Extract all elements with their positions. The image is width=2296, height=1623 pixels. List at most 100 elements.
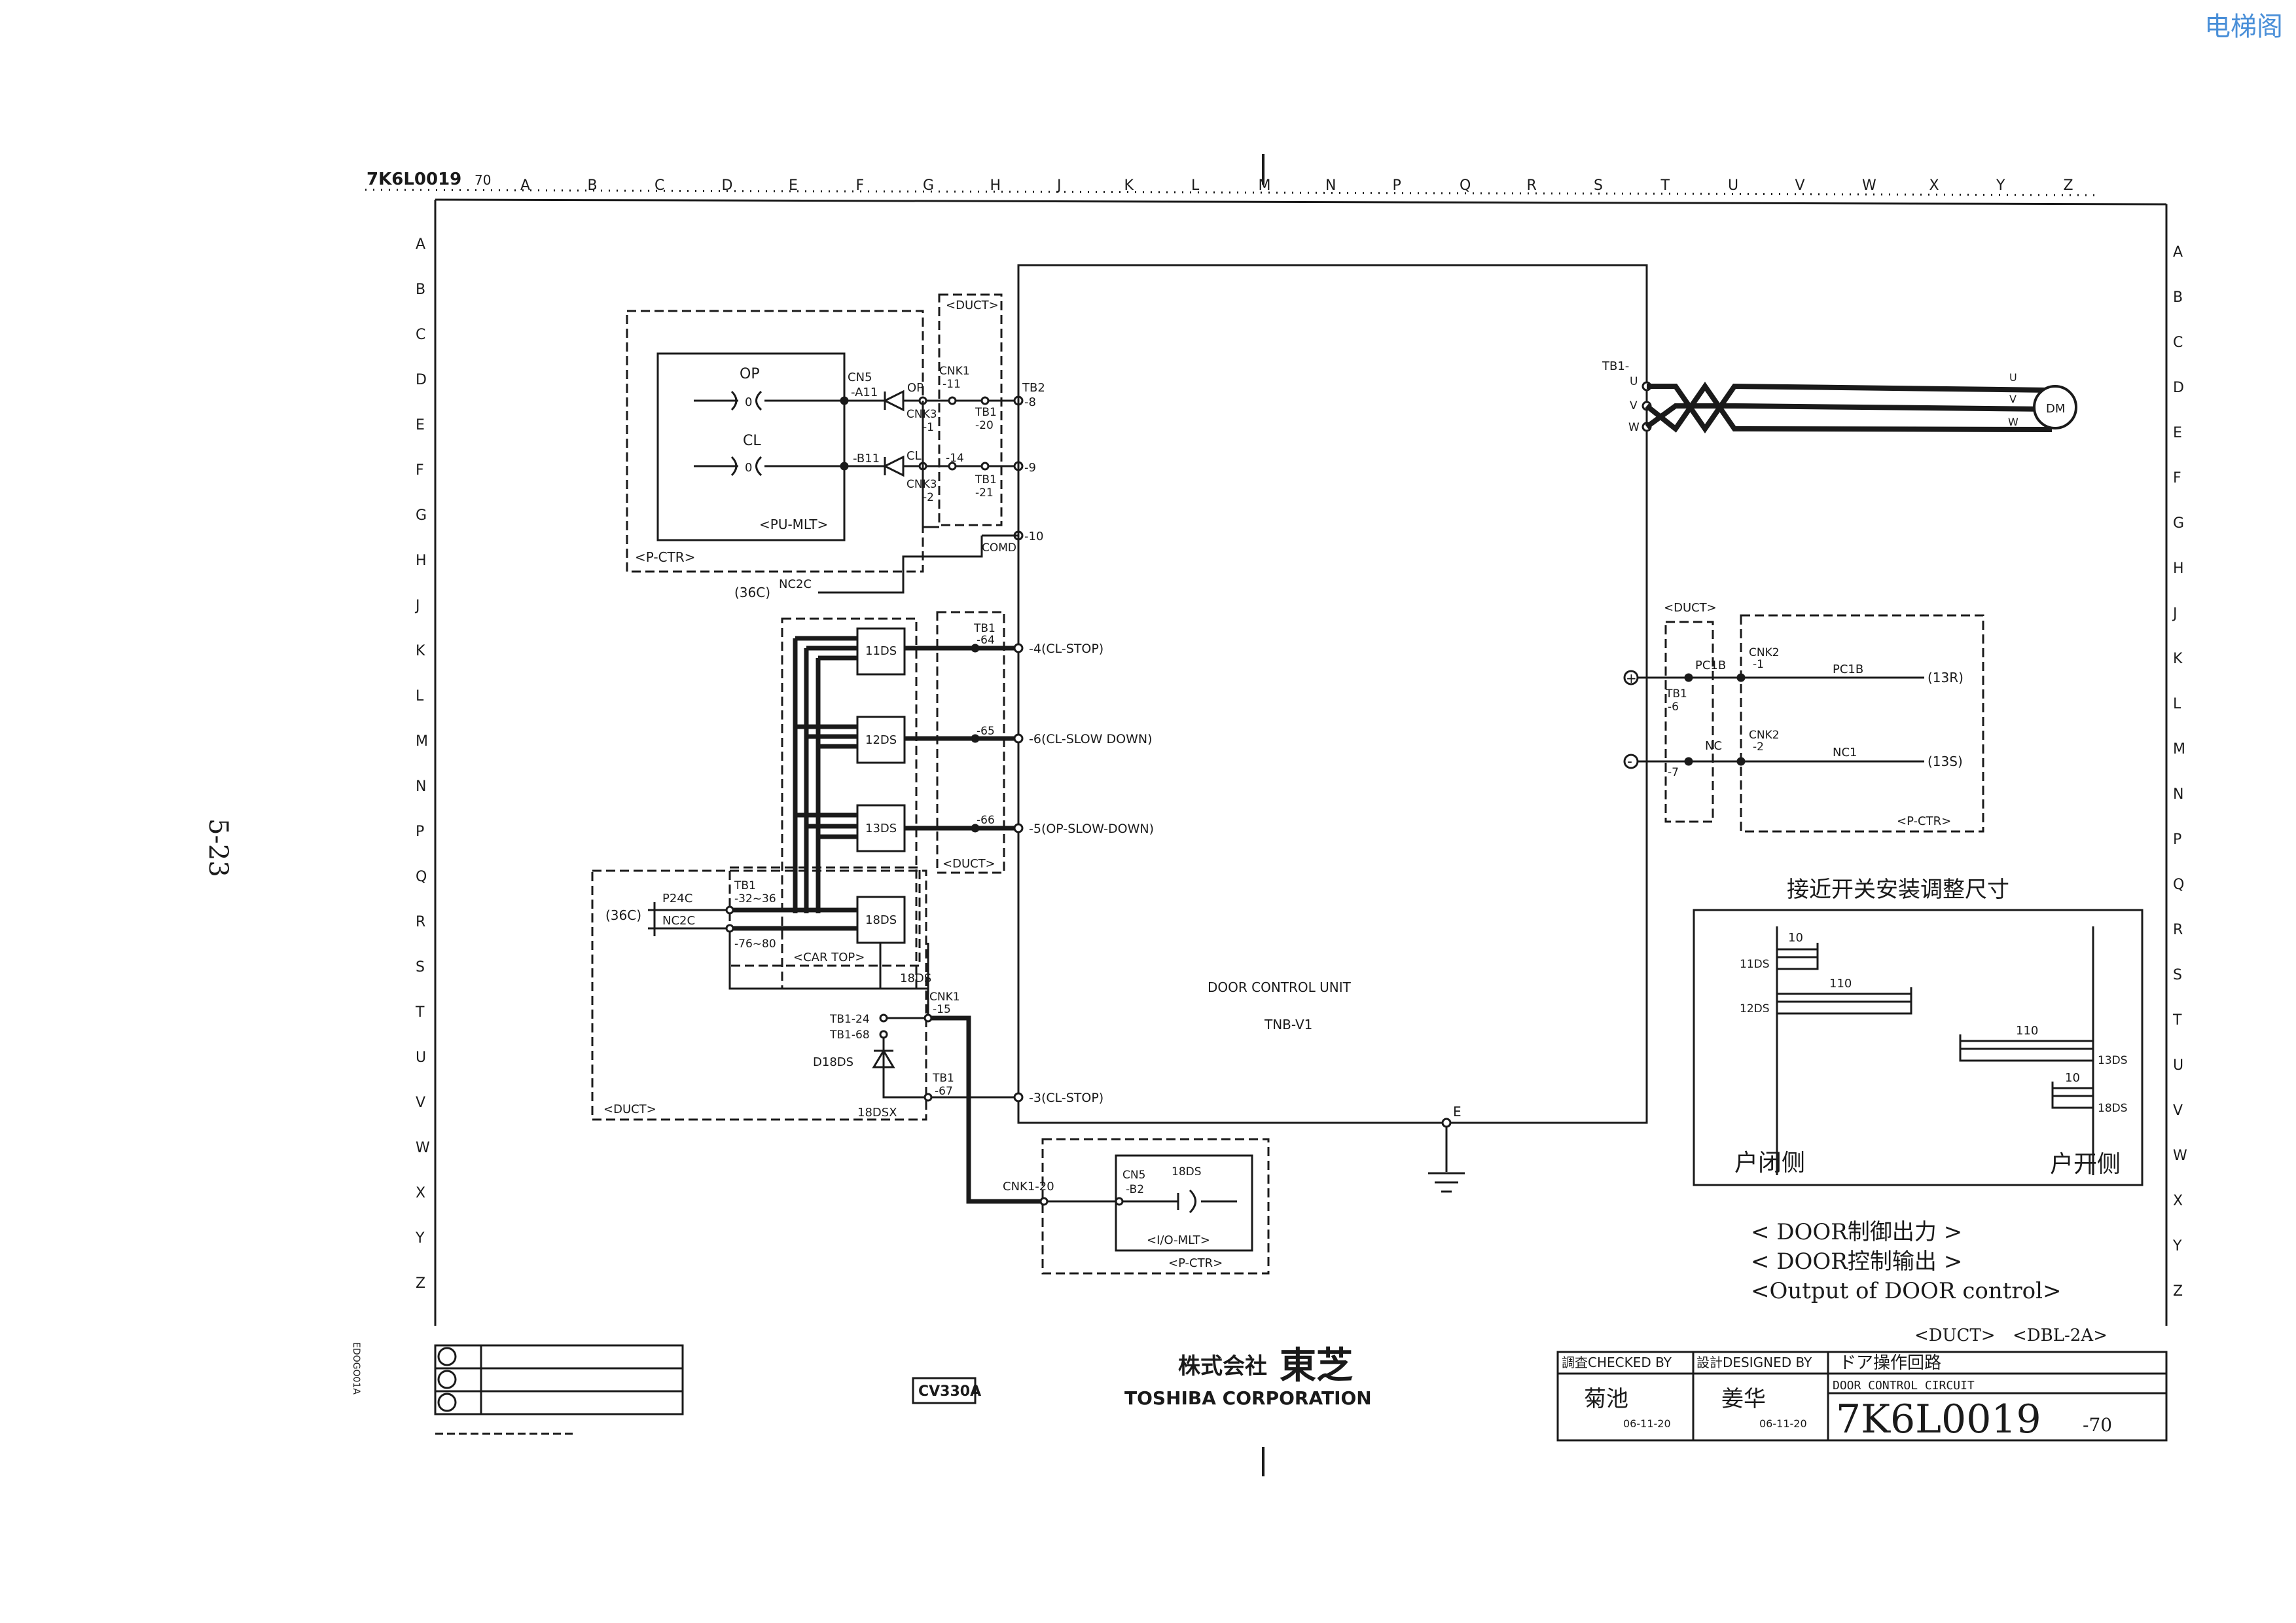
row-ref-left-e: E [416,417,425,433]
row-ref-right-b: B [2173,289,2183,306]
nc-label: NC [1705,739,1722,753]
row-ref-right-p: P [2173,831,2181,848]
cnk3-1-label: CNK3 [906,408,937,421]
col-ref-z: Z [2064,177,2073,194]
photocell-section [1623,614,1984,833]
dbl-ref-bottom: <DBL-2A> [2013,1326,2108,1345]
pc1b-wire: PC1B [1833,663,1863,676]
page-number: 5-23 [203,818,233,877]
row-ref-left-t: T [415,1004,425,1021]
cl-contact: 0 [745,461,752,475]
designed-name: 姜华 [1721,1386,1766,1412]
motor-u: U [2009,371,2017,384]
pin-6: -6 [1668,701,1679,714]
col-ref-b: B [588,177,598,194]
col-ref-j: J [1056,177,1062,194]
row-ref-left-q: Q [416,869,427,885]
col-ref-t: T [1660,177,1670,194]
cn5-b2-label: CN5 [1122,1169,1145,1182]
row-ref-right-t: T [2172,1012,2182,1029]
row-ref-left-v: V [416,1095,425,1111]
tb1-6-label: TB1 [1665,687,1687,701]
row-ref-left-u: U [416,1049,426,1066]
caption-en: <Output of DOOR control> [1751,1278,2062,1304]
b11-label: -B11 [853,452,880,465]
company-jp: 株式会社 [1178,1353,1267,1379]
plus-terminal: + [1626,670,1637,686]
company-kanji: 東芝 [1280,1344,1353,1387]
tb1-64-label: TB1 [973,622,996,635]
title-en: DOOR CONTROL CIRCUIT [1833,1379,1975,1393]
11ds-label: 11DS [865,644,897,658]
v-label: V [1630,399,1638,412]
row-ref-left-x: X [416,1185,425,1201]
row-ref-left-b: B [416,282,425,298]
checked-label: 調査CHECKED BY [1562,1355,1672,1370]
row-ref-right-c: C [2173,335,2183,351]
sig-cl-stop-4: -4(CL-STOP) [1029,642,1103,656]
drawing-border [365,154,2168,1476]
cnk1-11-pin: -11 [942,378,961,391]
cnk3-1-pin: -1 [923,421,934,434]
ref-36c-mid: (36C) [605,907,641,923]
designed-label: 設計DESIGNED BY [1696,1355,1812,1370]
sig-op-slow-down: -5(OP-SLOW-DOWN) [1029,822,1154,836]
ref-top-rev: 70 [475,172,491,188]
col-ref-u: U [1728,177,1738,194]
cnk2-1-pin: -1 [1753,658,1764,671]
tb1-21-label: TB1 [975,473,997,486]
sig-cl-stop-3: -3(CL-STOP) [1029,1091,1103,1105]
row-ref-right-u: U [2173,1057,2183,1074]
row-ref-left-l: L [416,688,424,704]
minus-terminal: - [1627,754,1632,770]
row-ref-right-z: Z [2173,1283,2183,1300]
tb1-67-label: TB1 [932,1072,954,1085]
checked-date: 06-11-20 [1623,1417,1671,1430]
row-ref-right-w: W [2173,1148,2187,1164]
cnk1-15-pin: -15 [933,1003,951,1016]
duct-label-mid: <DUCT> [942,857,996,871]
cn5-label: CN5 [848,371,872,384]
duct-label-low: <DUCT> [603,1103,656,1116]
pctr-io-label: <P-CTR> [1168,1256,1223,1270]
row-ref-left-r: R [416,914,425,930]
col-ref-w: W [1862,177,1876,194]
dim-18ds: 10 [2065,1071,2080,1085]
row-ref-left-w: W [416,1140,430,1156]
p-ctr-label: <P-CTR> [635,549,695,565]
pin-65: -65 [977,725,995,738]
col-ref-x: X [1929,177,1939,194]
door-position-switches [591,611,1044,1204]
18ds-ref: 18DS [900,972,931,985]
company-en: TOSHIBA CORPORATION [1124,1387,1372,1409]
pin-7: -7 [1668,766,1679,779]
op-diode-label: OP [907,381,924,395]
caption-cn: < DOOR控制输出 > [1751,1249,1962,1275]
row-ref-right-n: N [2173,786,2183,803]
io-mlt-box [1039,1138,1270,1275]
nc2c-mid: NC2C [662,914,695,928]
col-ref-p: P [1393,177,1401,194]
drawing-number: 7K6L0019 [1836,1396,2041,1442]
pctr-pc-label: <P-CTR> [1897,814,1951,828]
row-ref-right-x: X [2173,1193,2183,1209]
w-label: W [1628,421,1640,434]
ref-13r: (13R) [1928,670,1964,685]
col-ref-r: R [1527,177,1537,194]
door-motor-label: DM [2046,402,2065,416]
cnk3-2-pin: -2 [923,491,934,504]
adjustment-diagram [1693,909,2144,1186]
title-jp: ドア操作回路 [1839,1353,1941,1373]
cl-label: CL [743,433,761,449]
row-ref-left-y: Y [415,1230,425,1247]
cnk1-15-label: CNK1 [929,991,960,1004]
row-ref-left-n: N [416,778,426,795]
adjust-title: 接近开关安装调整尺寸 [1787,877,2009,903]
tb1-32-label: TB1 [734,879,756,892]
cv-code: CV330A [918,1383,981,1400]
row-ref-right-m: M [2173,741,2185,757]
duct-label-top: <DUCT> [946,299,999,312]
row-ref-right-j: J [2172,606,2178,622]
row-ref-left-a: A [416,236,425,253]
